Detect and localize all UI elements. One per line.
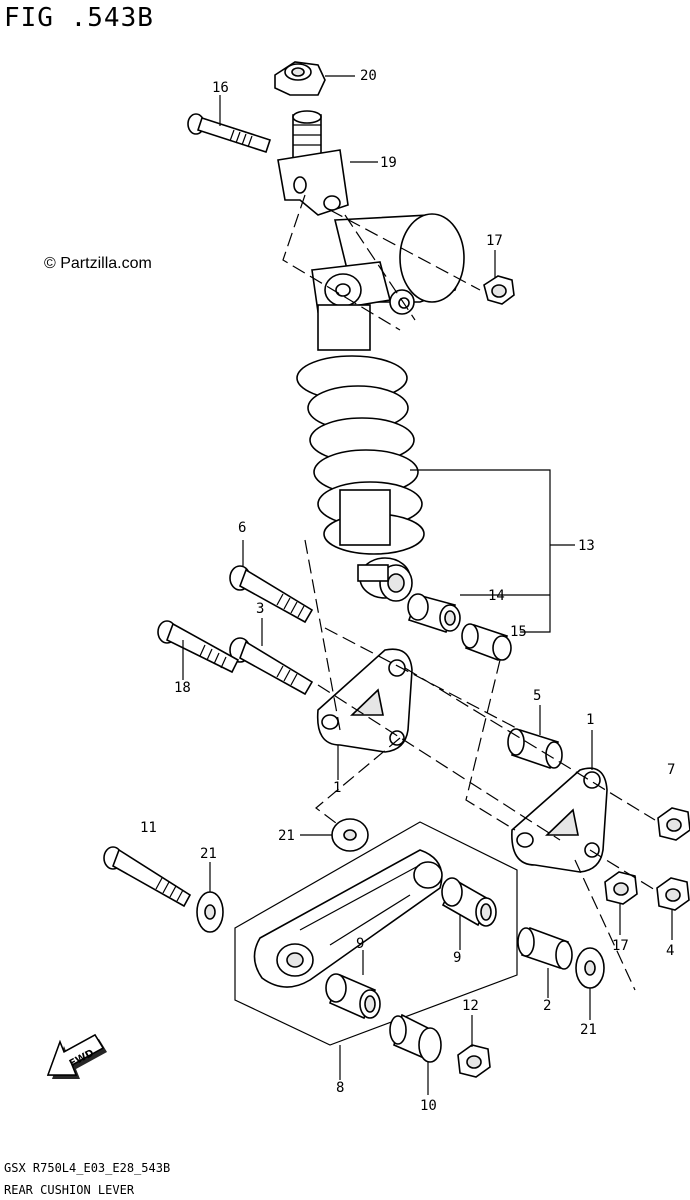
label-2: 2 — [543, 998, 551, 1014]
label-4: 4 — [666, 943, 674, 959]
callout-labels: 16 20 19 17 13 14 15 6 3 18 5 1 7 1 11 2… — [140, 68, 675, 1114]
bearing-9-lower — [325, 973, 381, 1020]
label-20: 20 — [360, 68, 377, 84]
footer-code: GSX R750L4_E03_E28_543B — [4, 1161, 170, 1175]
nut-7 — [657, 807, 690, 841]
nut-20 — [274, 61, 326, 96]
label-11: 11 — [140, 820, 157, 836]
plate-1-right — [511, 767, 608, 873]
bolt-3 — [229, 637, 314, 696]
copyright-text: © Partzilla.com — [44, 255, 152, 272]
label-17-lower: 17 — [612, 938, 629, 954]
label-9-lower: 9 — [356, 936, 364, 952]
bolt-16 — [187, 113, 272, 154]
label-10: 10 — [420, 1098, 437, 1114]
label-5: 5 — [533, 688, 541, 704]
lever-8 — [253, 849, 443, 988]
label-8: 8 — [336, 1080, 344, 1096]
label-18: 18 — [174, 680, 191, 696]
label-9-upper: 9 — [453, 950, 461, 966]
bolt-18 — [157, 620, 240, 674]
label-1-left: 1 — [333, 780, 341, 796]
label-15: 15 — [510, 624, 527, 640]
label-14: 14 — [488, 588, 505, 604]
forward-arrow-icon: FWD — [46, 1033, 107, 1079]
label-6: 6 — [238, 520, 246, 536]
label-21-upper: 21 — [278, 828, 295, 844]
washer-21-upper — [331, 818, 369, 852]
label-19: 19 — [380, 155, 397, 171]
label-3: 3 — [256, 601, 264, 617]
label-1-right: 1 — [586, 712, 594, 728]
bearing-9-upper — [441, 877, 497, 927]
plate-1-left — [316, 648, 413, 753]
label-12: 12 — [462, 998, 479, 1014]
sleeve-10 — [389, 1013, 442, 1063]
bolt-11 — [103, 846, 192, 908]
nut-17-lower — [604, 871, 638, 905]
bolt-6 — [229, 565, 314, 624]
nut-17-top — [483, 275, 515, 305]
washer-21-right — [575, 947, 605, 989]
label-13: 13 — [578, 538, 595, 554]
nut-12 — [457, 1044, 491, 1078]
nut-4 — [656, 877, 690, 911]
spacer-2-lower — [517, 926, 573, 970]
rear-shock-absorber — [296, 213, 465, 602]
figure-title: FIG .543B — [4, 3, 154, 33]
footer-caption: REAR CUSHION LEVER — [4, 1183, 135, 1197]
label-17-top: 17 — [486, 233, 503, 249]
clevis-19 — [277, 110, 349, 216]
label-16: 16 — [212, 80, 229, 96]
label-21-left: 21 — [200, 846, 217, 862]
spacer-5 — [507, 728, 563, 770]
bushing-14 — [407, 593, 461, 634]
label-7: 7 — [667, 762, 675, 778]
spacer-15 — [461, 623, 512, 662]
washer-21-left — [196, 891, 224, 933]
label-21-right: 21 — [580, 1022, 597, 1038]
